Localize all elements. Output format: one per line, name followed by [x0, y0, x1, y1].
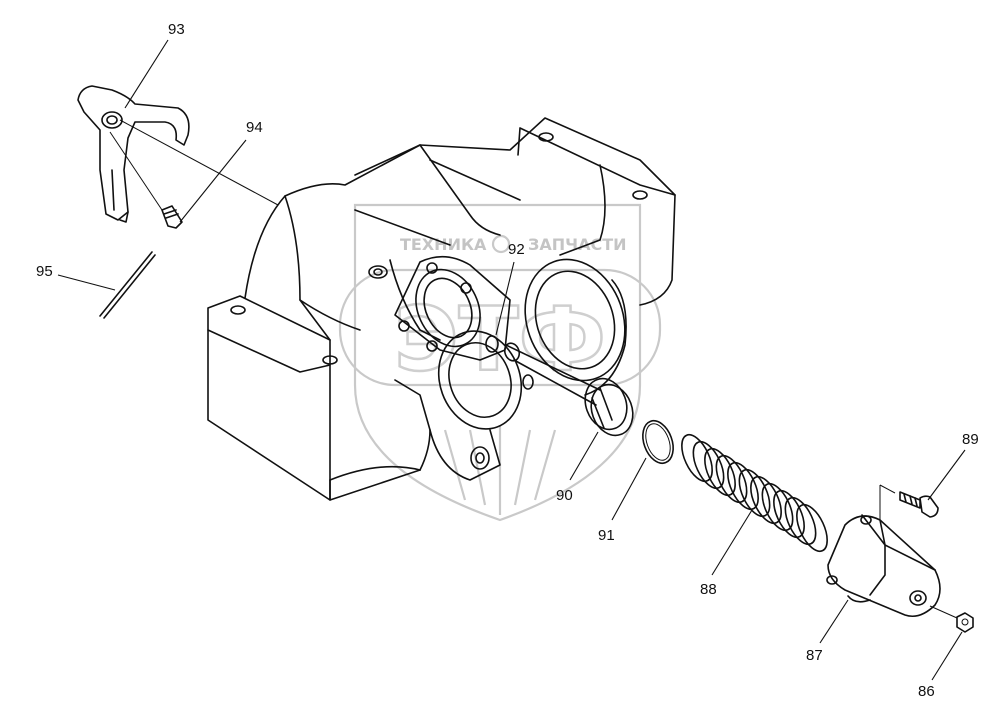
watermark-brand-left: ТЕХНИКА [400, 235, 487, 254]
callout-94: 94 [246, 119, 263, 136]
leader-90 [569, 431, 599, 481]
callout-87: 87 [806, 647, 823, 664]
spring-coil [704, 447, 736, 497]
leader-86 [931, 631, 963, 681]
spring-coil [681, 433, 713, 483]
spring-coil [796, 503, 828, 553]
spring-coil [715, 454, 748, 504]
part-92-o-ring [485, 335, 499, 353]
leader-87 [819, 599, 849, 644]
watermark-logo-letters: ЭТФ [394, 288, 606, 391]
callout-93: 93 [168, 21, 185, 38]
spring-coil [773, 489, 805, 539]
leader-88 [711, 509, 753, 576]
part-93-shift-fork [77, 85, 190, 223]
assembly-axis-line [119, 119, 279, 206]
spring-coil [738, 468, 771, 518]
callout-89: 89 [962, 431, 979, 448]
leader-89 [927, 449, 966, 501]
part-87-cover [826, 484, 941, 618]
callout-88: 88 [700, 581, 717, 598]
callout-86: 86 [918, 683, 935, 700]
callout-numbers: 93 94 95 92 90 91 88 87 89 86 [36, 21, 979, 700]
spring-coil [750, 475, 782, 525]
part-95-pin [99, 251, 156, 319]
gear-icon [491, 234, 511, 254]
spring-coil [692, 440, 725, 490]
leader-91 [611, 457, 647, 521]
callout-92: 92 [508, 241, 525, 258]
spring-coil [727, 461, 759, 511]
wheat-icon [443, 425, 557, 515]
part-94-set-screw [161, 205, 183, 229]
part-86-nut [929, 605, 974, 633]
callout-91: 91 [598, 527, 615, 544]
part-88-spring [681, 433, 828, 553]
part-91-o-ring [642, 419, 674, 465]
part-90-piston [503, 342, 634, 437]
watermark: ТЕХНИКА ЗАПЧАСТИ ЭТФ [338, 203, 662, 522]
leader-93 [124, 39, 169, 109]
leader-95 [57, 274, 116, 291]
leader-92 [495, 261, 515, 336]
callout-90: 90 [556, 487, 573, 504]
leader-lines [57, 39, 966, 681]
spring-coil [784, 496, 817, 546]
assembly-axis-line-screw [109, 131, 163, 211]
part-89-bolt [899, 491, 939, 518]
watermark-brand-right: ЗАПЧАСТИ [528, 235, 627, 254]
leader-94 [179, 139, 247, 223]
spring-coil [761, 482, 794, 532]
callout-95: 95 [36, 263, 53, 280]
